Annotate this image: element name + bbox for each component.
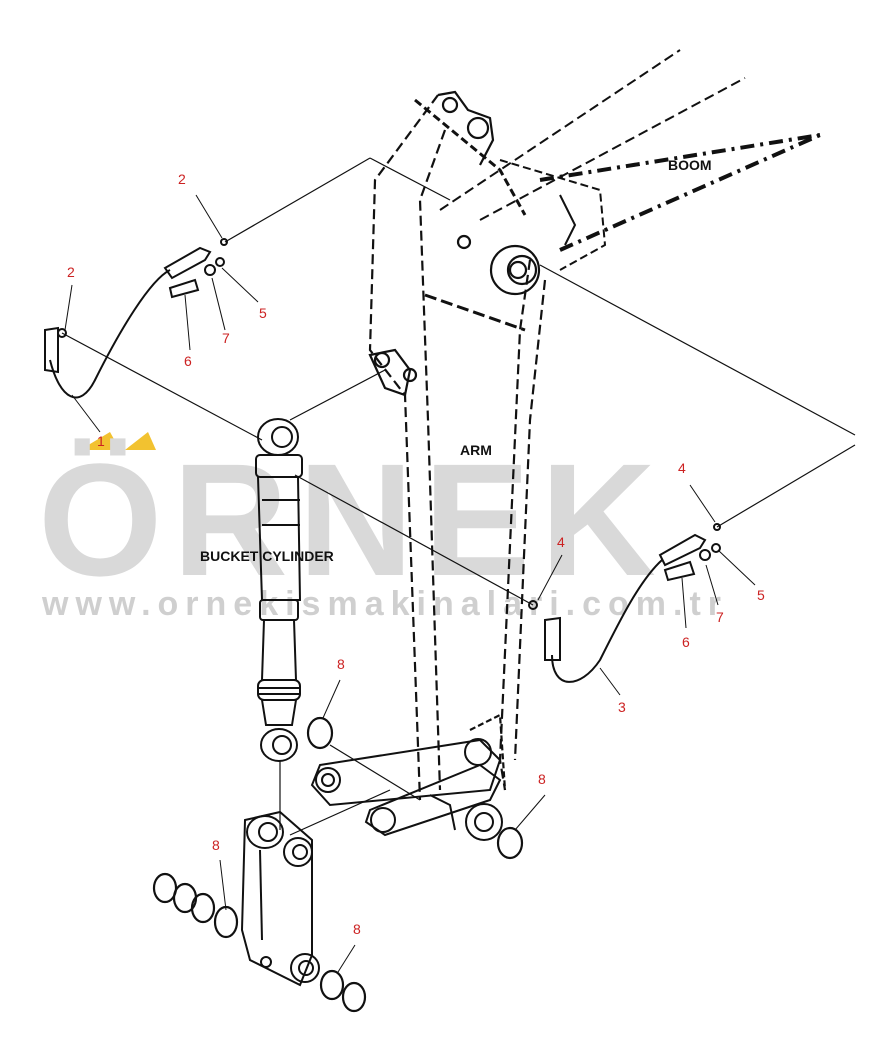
callout-leaders (64, 194, 756, 973)
label-bucket-cylinder: BUCKET CYLINDER (200, 548, 334, 564)
callout-4-left: 4 (557, 534, 565, 550)
callout-8-bottom: 8 (353, 921, 361, 937)
callout-8-arm: 8 (538, 771, 546, 787)
bucket-cylinder (255, 418, 303, 762)
label-arm: ARM (460, 442, 492, 458)
callout-3: 3 (618, 699, 626, 715)
lower-linkage (240, 810, 320, 987)
label-boom: BOOM (668, 157, 712, 173)
watermark: ÖRNEK www.ornekismakinalari.com.tr (38, 430, 728, 623)
watermark-url: www.ornekismakinalari.com.tr (41, 585, 728, 623)
callout-4-right: 4 (678, 460, 686, 476)
watermark-accent-right (125, 432, 156, 450)
callout-2-upper: 2 (178, 171, 186, 187)
callout-7-left: 7 (222, 330, 230, 346)
callout-2-lower: 2 (67, 264, 75, 280)
callout-1: 1 (97, 433, 105, 449)
callout-8-left-shims: 8 (212, 837, 220, 853)
o-rings (152, 716, 524, 1013)
arm (368, 90, 547, 801)
callout-6-left: 6 (184, 353, 192, 369)
callout-7-right: 7 (716, 609, 724, 625)
callout-8-cylinder: 8 (337, 656, 345, 672)
boom (439, 49, 821, 271)
callout-numbers: 1 2 2 3 4 4 5 5 6 6 7 7 8 8 8 8 (67, 171, 765, 937)
watermark-brand: ÖRNEK (38, 430, 666, 609)
leader-lines (61, 157, 856, 836)
grease-hose-1 (44, 238, 228, 399)
watermark-accent-left (80, 432, 120, 450)
bucket-links (310, 738, 503, 841)
callout-5-left: 5 (259, 305, 267, 321)
callout-6-right: 6 (682, 634, 690, 650)
grease-hose-3 (528, 523, 721, 683)
callout-5-right: 5 (757, 587, 765, 603)
